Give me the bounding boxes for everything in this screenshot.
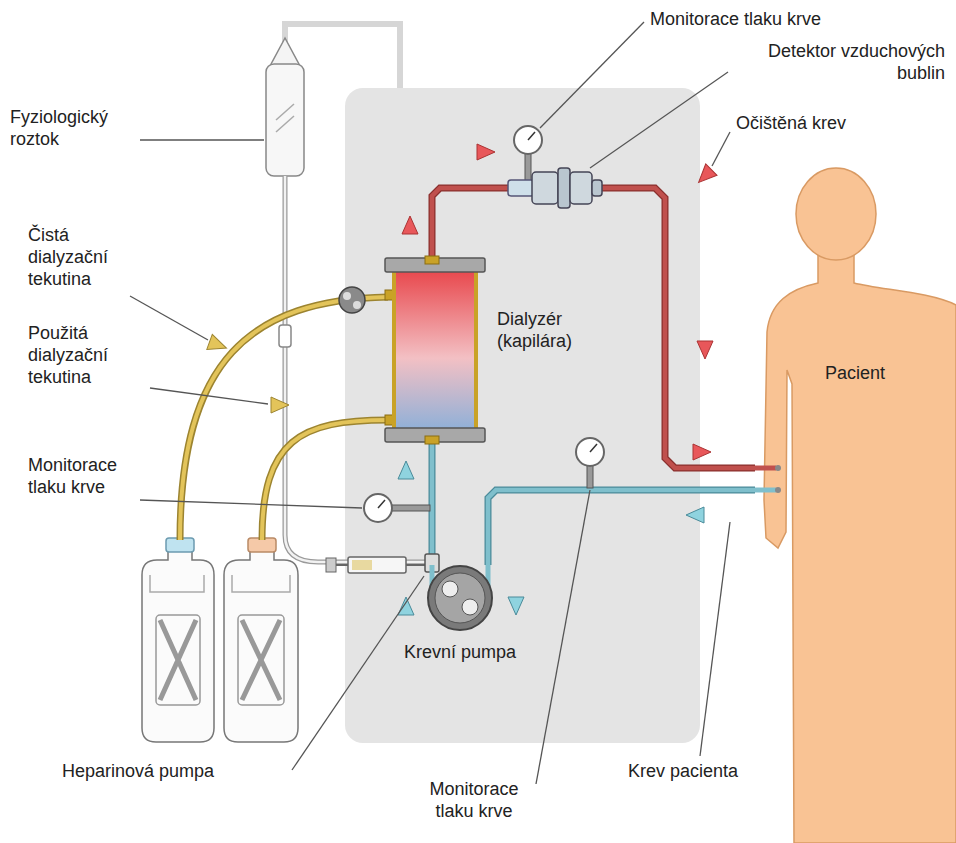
- callout-label: Heparinová pumpa: [62, 760, 214, 782]
- callout-label: Monitorace tlaku krve: [28, 454, 140, 498]
- callout-label: Detektor vzduchových bublin: [735, 40, 945, 84]
- node-label: Dialyzér (kapilára): [497, 308, 597, 352]
- patient-figure: Pacient: [755, 170, 956, 843]
- blood-line: [432, 442, 433, 565]
- node-label: Krevní pumpa: [404, 641, 516, 663]
- blood-line-outline: [429, 442, 436, 565]
- callout-label: Fyziologický roztok: [10, 106, 140, 150]
- flow-arrows: [207, 144, 717, 615]
- dialyzer-shape: [385, 258, 485, 442]
- callout-label: Monitorace tlaku krve: [414, 778, 534, 822]
- pressure-gauge: [364, 494, 430, 522]
- clean-fluid-can: [142, 538, 214, 742]
- blood-pump-shape: [427, 565, 493, 631]
- leader-lines: [130, 22, 730, 784]
- blood-line-outline: [432, 188, 755, 468]
- blood-pump: Krevní pumpa: [427, 565, 493, 631]
- callout-label: Očištěná krev: [736, 112, 846, 134]
- pressure-gauge: [576, 438, 604, 488]
- callout-label: Krev pacienta: [628, 760, 738, 782]
- node-label: Pacient: [825, 362, 885, 384]
- callout-label: Čistá dialyzační tekutina: [28, 224, 140, 290]
- patient-figure-shape: [755, 170, 956, 843]
- blood-line-core: [488, 490, 755, 565]
- blood-line-core: [430, 442, 435, 565]
- blood-line: [488, 490, 755, 565]
- used-fluid-can: [224, 538, 298, 742]
- callout-label: Použitá dialyzační tekutina: [28, 322, 148, 388]
- blood-line: [432, 188, 755, 468]
- blood-line-outline: [488, 490, 755, 565]
- heparin-syringe: [326, 554, 439, 573]
- dialyzer: Dialyzér (kapilára): [385, 258, 485, 442]
- air-bubble-detector: [508, 168, 602, 208]
- blood-line-core: [432, 188, 755, 468]
- callout-label: Monitorace tlaku krve: [650, 8, 821, 30]
